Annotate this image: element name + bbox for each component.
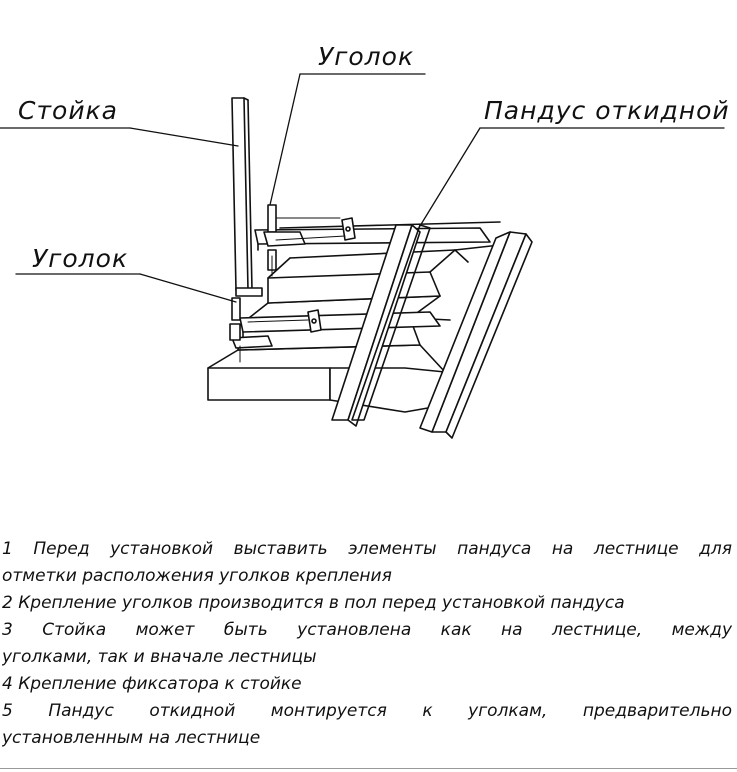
label-ugolok-top: Уголок — [318, 42, 415, 71]
bottom-rule — [0, 768, 737, 769]
label-pandus: Пандус откидной — [484, 96, 730, 125]
note-line-8: установленным на лестнице — [2, 728, 261, 748]
installation-notes: 1 Перед установкой выставить элементы па… — [2, 536, 732, 752]
note-line-3: 2 Крепление уголков производится в пол п… — [2, 593, 625, 613]
angle-brackets — [229, 204, 356, 349]
note-line-6: 4 Крепление фиксатора к стойке — [2, 674, 302, 694]
post-stoika — [231, 97, 263, 297]
leader-lines — [0, 73, 725, 303]
note-line-4: 3 Стойка может быть установлена как на л… — [2, 620, 732, 640]
label-stoika: Стойка — [18, 96, 118, 125]
note-line-2: отметки расположения уголков крепления — [2, 566, 392, 586]
ramp-installation-diagram — [0, 73, 725, 439]
dimension-arrows — [239, 217, 346, 363]
note-line-7: 5 Пандус откидной монтируется к уголкам,… — [2, 701, 732, 721]
note-line-1: 1 Перед установкой выставить элементы па… — [2, 539, 732, 559]
ramp-rails — [331, 224, 533, 439]
label-ugolok-left: Уголок — [32, 244, 129, 273]
note-line-5: уголками, так и вначале лестницы — [2, 647, 317, 667]
